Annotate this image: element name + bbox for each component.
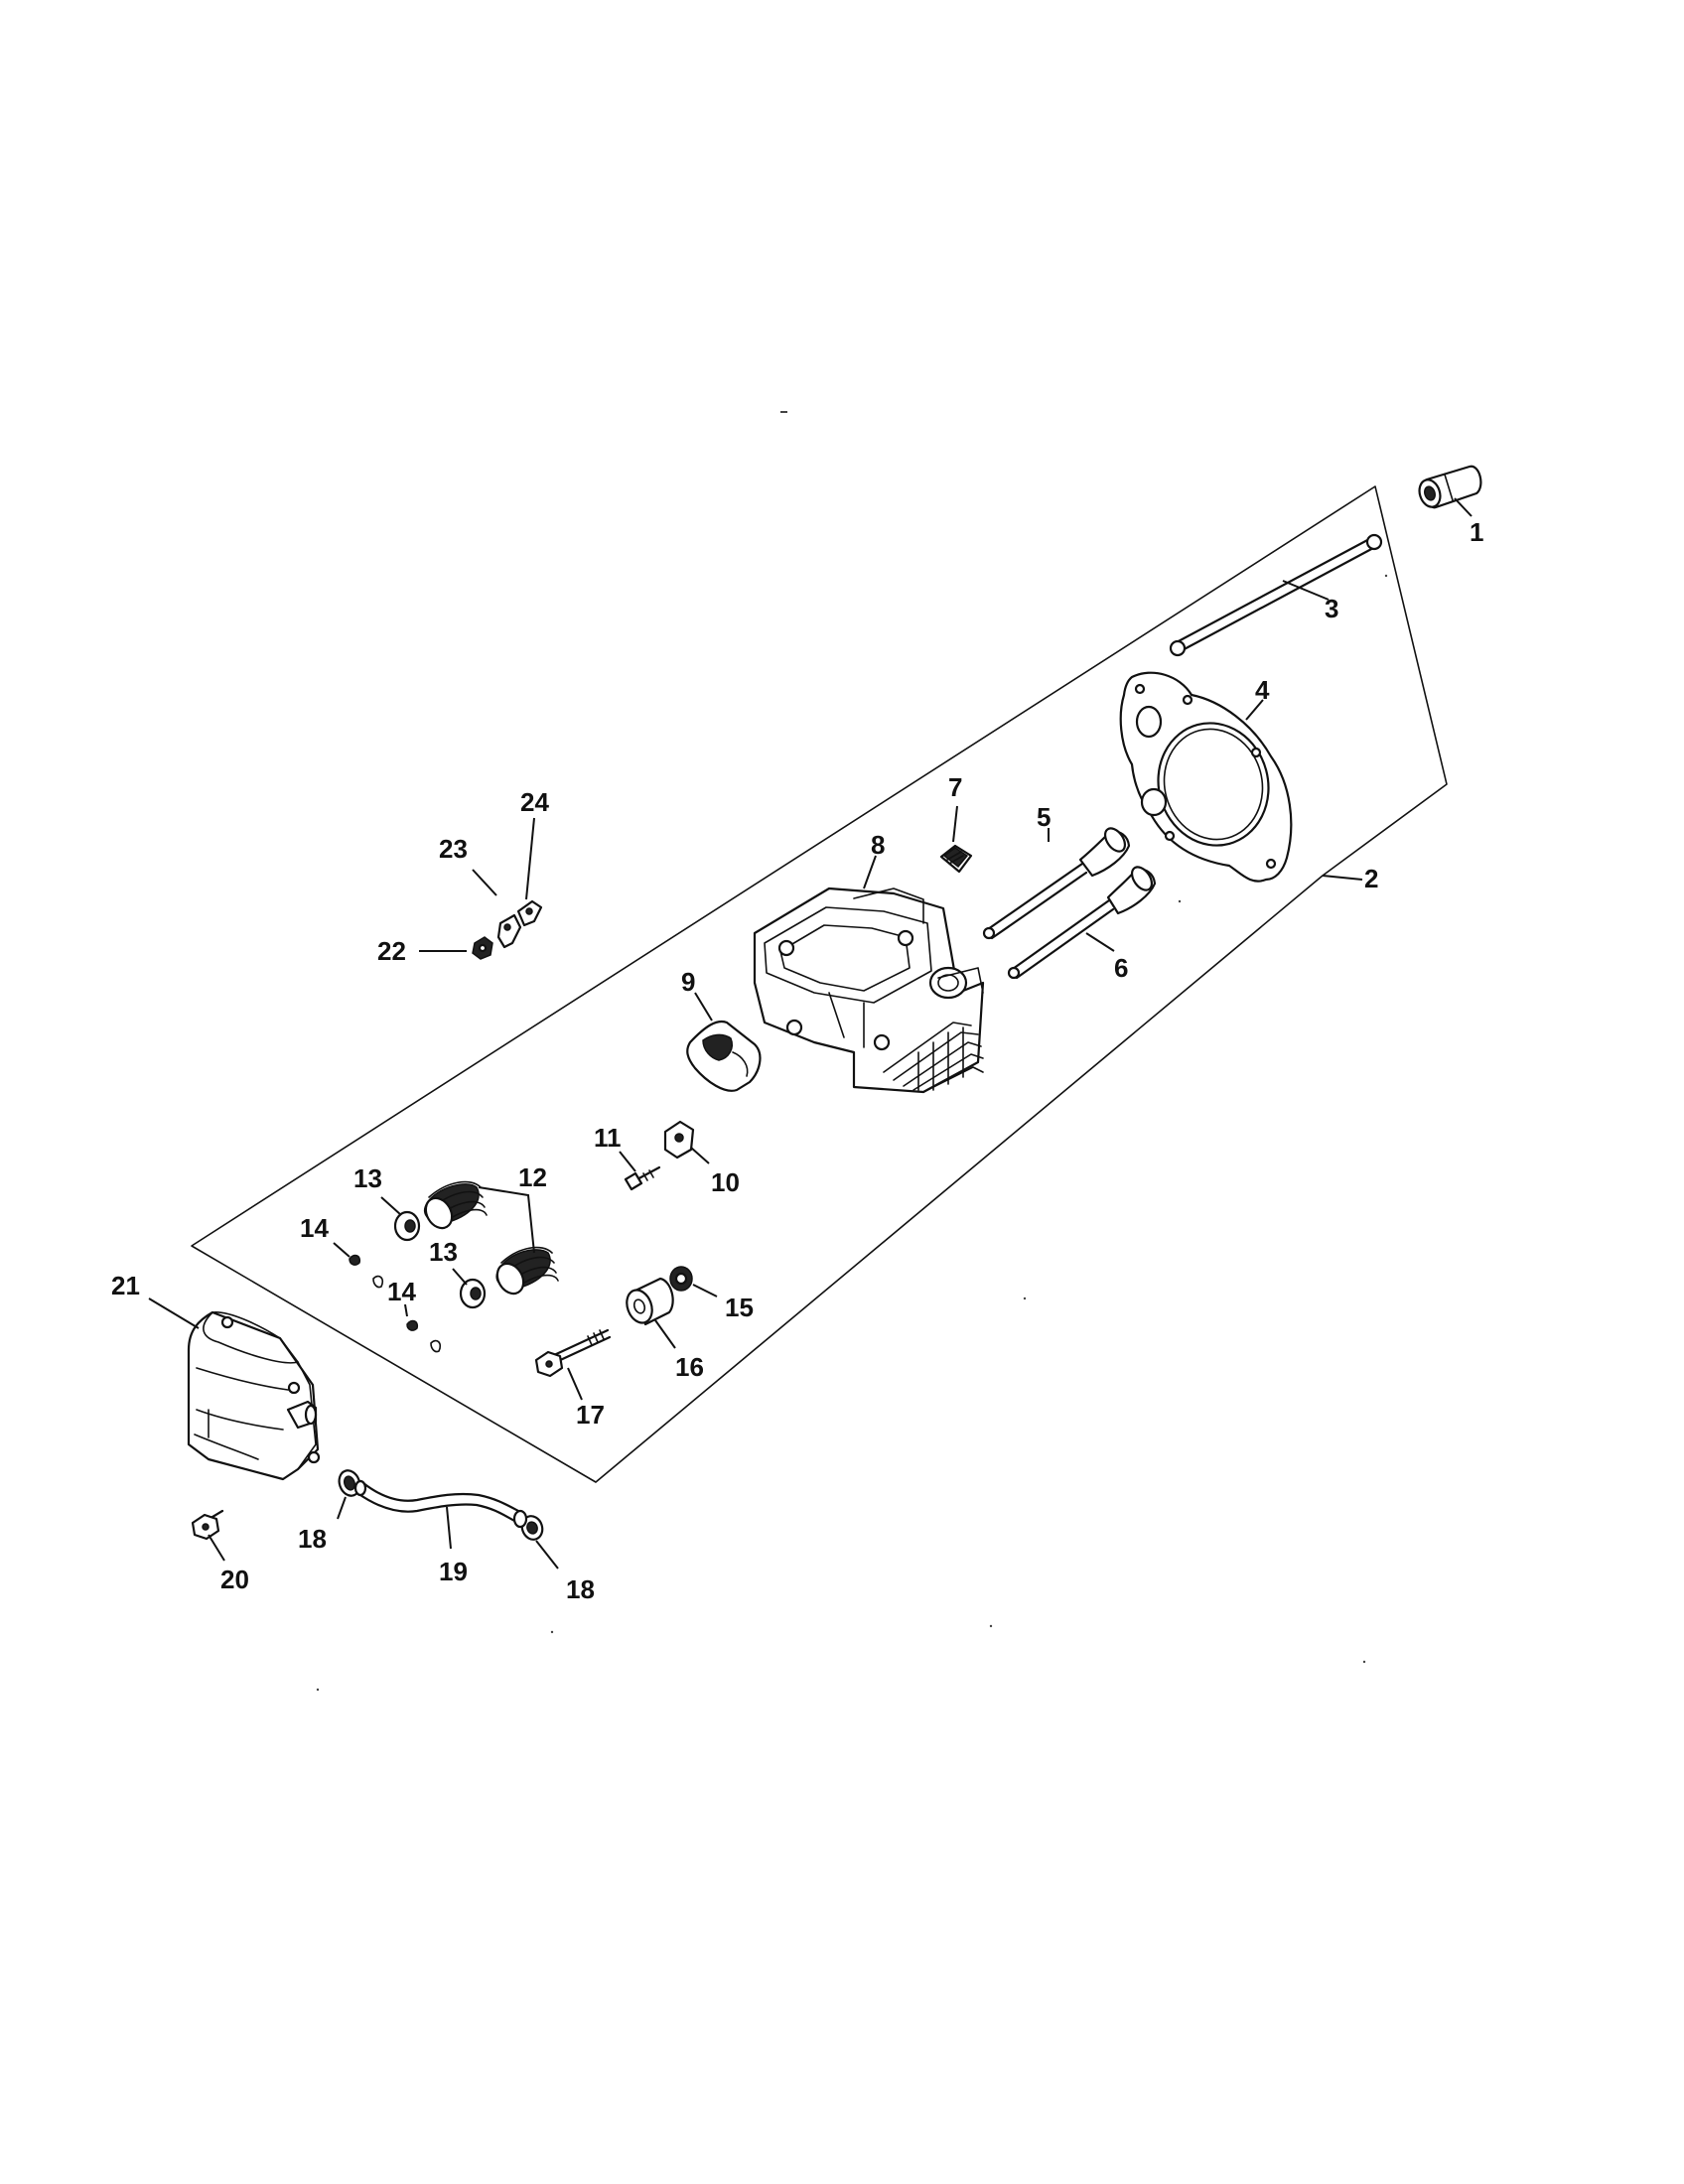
kit-boundary-outline bbox=[191, 485, 1448, 1483]
callout-9: 9 bbox=[681, 967, 695, 997]
callout-labels: 1 2 3 4 5 6 7 8 9 10 11 12 13 13 14 14 1… bbox=[111, 517, 1483, 1604]
part-18-clamp-right bbox=[520, 1515, 544, 1541]
part-4-head-gasket bbox=[1119, 671, 1293, 883]
leader-lines bbox=[148, 497, 1473, 1570]
callout-17: 17 bbox=[576, 1400, 605, 1430]
callout-7: 7 bbox=[948, 772, 962, 802]
callout-6: 6 bbox=[1114, 953, 1128, 983]
part-6-valve-exhaust bbox=[1007, 866, 1157, 980]
callout-15: 15 bbox=[725, 1293, 754, 1322]
callout-22: 22 bbox=[377, 936, 406, 966]
part-14-keepers-upper bbox=[349, 1254, 384, 1289]
callout-19: 19 bbox=[439, 1557, 468, 1586]
part-13-spring-retainer-lower bbox=[459, 1278, 487, 1309]
callout-14a: 14 bbox=[300, 1213, 329, 1243]
callout-12: 12 bbox=[518, 1162, 547, 1192]
part-7-valve-seal bbox=[939, 844, 973, 874]
part-16-spacer bbox=[626, 1277, 674, 1326]
part-9-rocker-arm bbox=[686, 1020, 762, 1092]
part-17-head-bolt bbox=[534, 1328, 612, 1378]
part-3-push-rod bbox=[1169, 533, 1383, 657]
part-14-keepers-lower bbox=[406, 1319, 442, 1353]
part-23-bracket bbox=[496, 913, 522, 949]
part-5-valve-intake bbox=[982, 827, 1131, 940]
callout-10: 10 bbox=[711, 1167, 740, 1197]
callout-23: 23 bbox=[439, 834, 468, 864]
part-22-screw bbox=[472, 936, 493, 960]
part-19-breather-hose bbox=[353, 1479, 528, 1529]
spring-lower bbox=[495, 1246, 559, 1296]
part-20-screw bbox=[191, 1509, 224, 1541]
callout-18b: 18 bbox=[566, 1574, 595, 1604]
scan-specks bbox=[316, 411, 1388, 1692]
part-8-cylinder-head bbox=[753, 887, 985, 1094]
callout-16: 16 bbox=[675, 1352, 704, 1382]
callout-21: 21 bbox=[111, 1271, 140, 1300]
part-24-bracket bbox=[516, 899, 543, 927]
callout-13a: 13 bbox=[353, 1163, 382, 1193]
callout-24: 24 bbox=[520, 787, 549, 817]
callout-14b: 14 bbox=[387, 1277, 416, 1306]
callout-3: 3 bbox=[1325, 594, 1338, 623]
part-11-rocker-stud bbox=[624, 1165, 661, 1191]
callout-1: 1 bbox=[1470, 517, 1483, 547]
callout-4: 4 bbox=[1255, 675, 1270, 705]
callout-20: 20 bbox=[220, 1565, 249, 1594]
part-15-washer bbox=[669, 1266, 693, 1292]
part-12-valve-springs bbox=[424, 1180, 559, 1296]
callout-2: 2 bbox=[1364, 864, 1378, 893]
callout-11: 11 bbox=[594, 1123, 622, 1153]
part-10-rocker-pivot bbox=[663, 1120, 695, 1160]
spring-upper bbox=[424, 1180, 488, 1230]
callout-8: 8 bbox=[871, 830, 885, 860]
part-21-valve-cover bbox=[187, 1310, 321, 1481]
callout-13b: 13 bbox=[429, 1237, 458, 1267]
part-13-spring-retainer-upper bbox=[393, 1210, 421, 1242]
callout-18a: 18 bbox=[298, 1524, 327, 1554]
part-1-lifter bbox=[1418, 465, 1482, 509]
callout-5: 5 bbox=[1037, 802, 1051, 832]
